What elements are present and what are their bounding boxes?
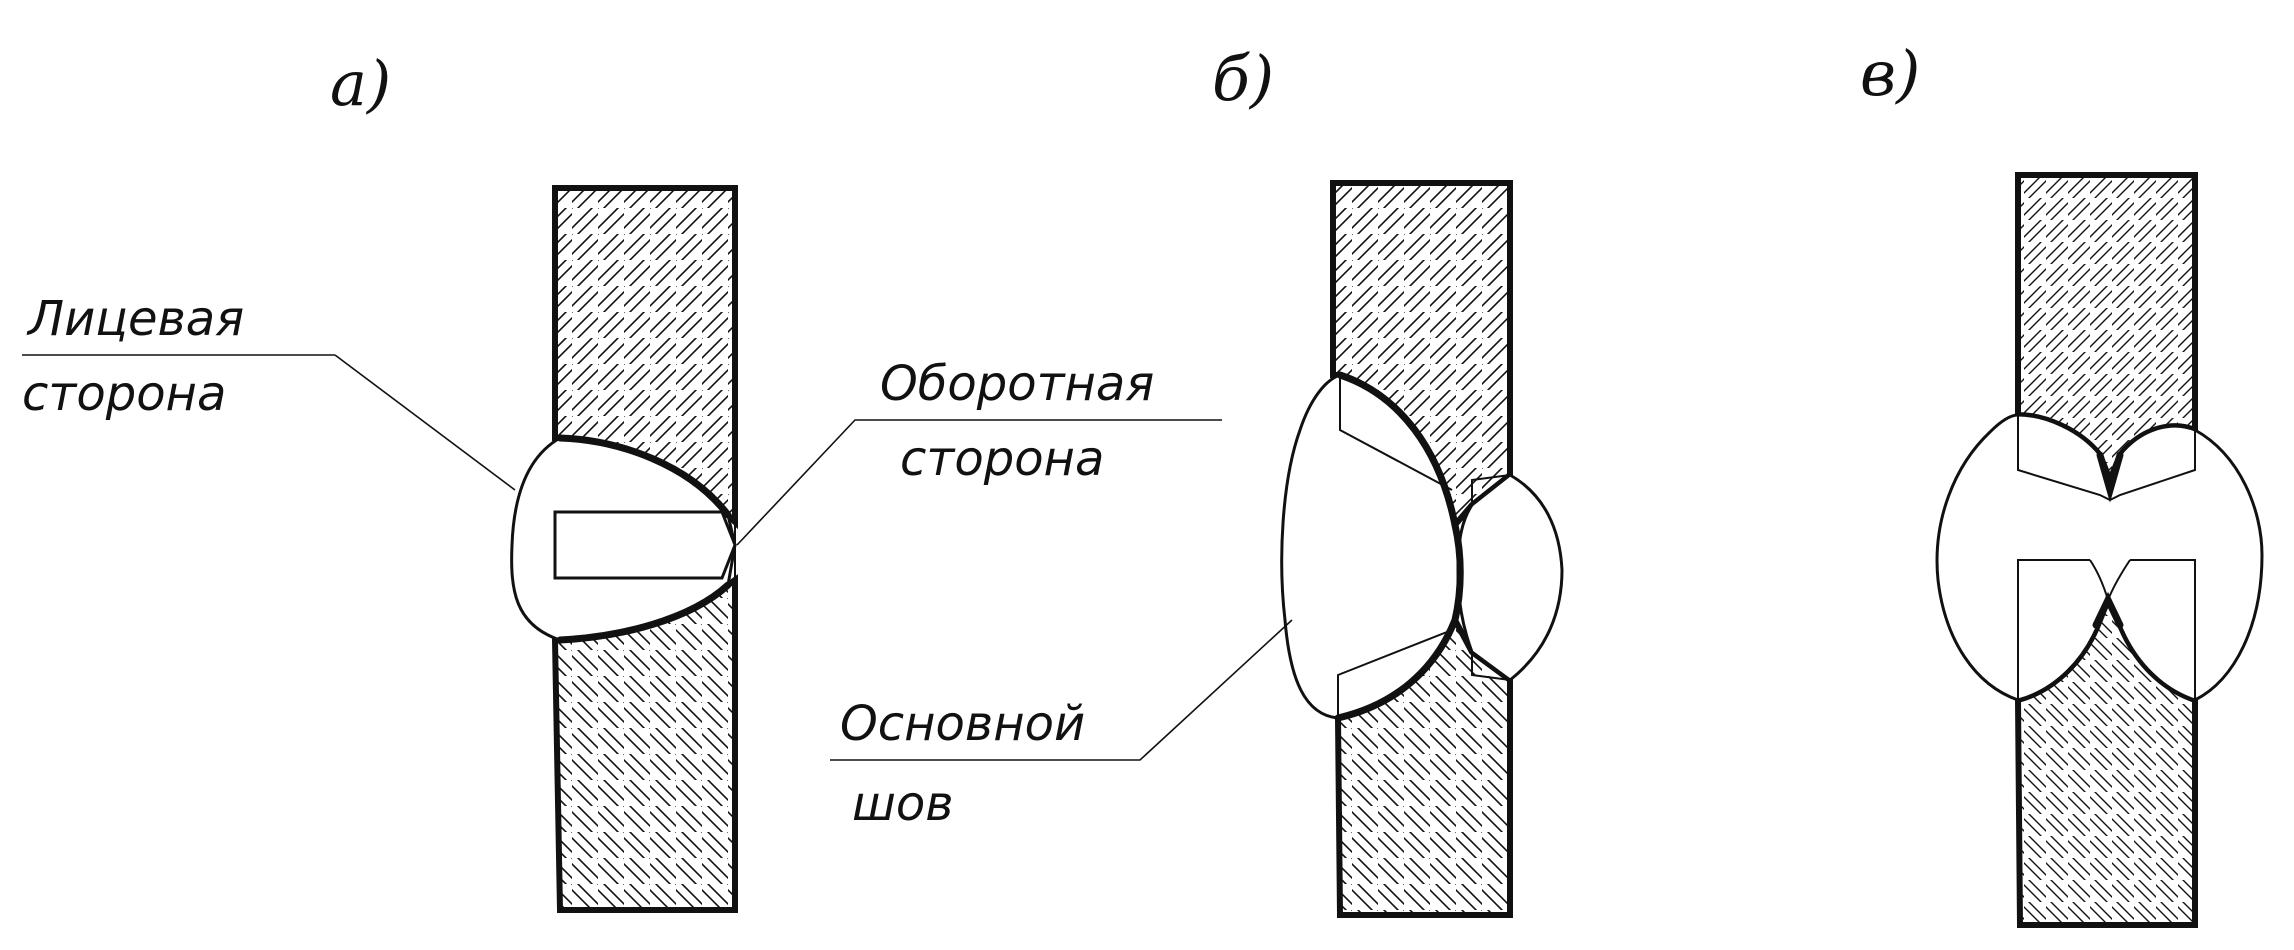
face-side-label-line1: Лицевая — [26, 291, 244, 347]
face-side-leader — [334, 354, 516, 491]
back-side-leader — [736, 419, 1222, 546]
main-seam-leader — [830, 619, 1293, 761]
panel-b-back-weld — [1456, 473, 1564, 682]
face-side-label-line2: сторона — [22, 366, 226, 422]
back-side-label-line2: сторона — [900, 431, 1104, 487]
panel-c-letter: в) — [1860, 37, 1920, 110]
panel-a-letter: а) — [330, 47, 391, 120]
back-side-label-line1: Оборотная — [880, 356, 1154, 412]
main-seam-label-line1: Основной — [840, 696, 1085, 752]
panel-c: в) — [1860, 37, 2264, 928]
panel-b: б) — [830, 42, 1564, 918]
panel-b-letter: б) — [1212, 42, 1274, 115]
panel-a: а) — [22, 47, 1222, 913]
main-seam-label-line2: шов — [852, 776, 954, 832]
